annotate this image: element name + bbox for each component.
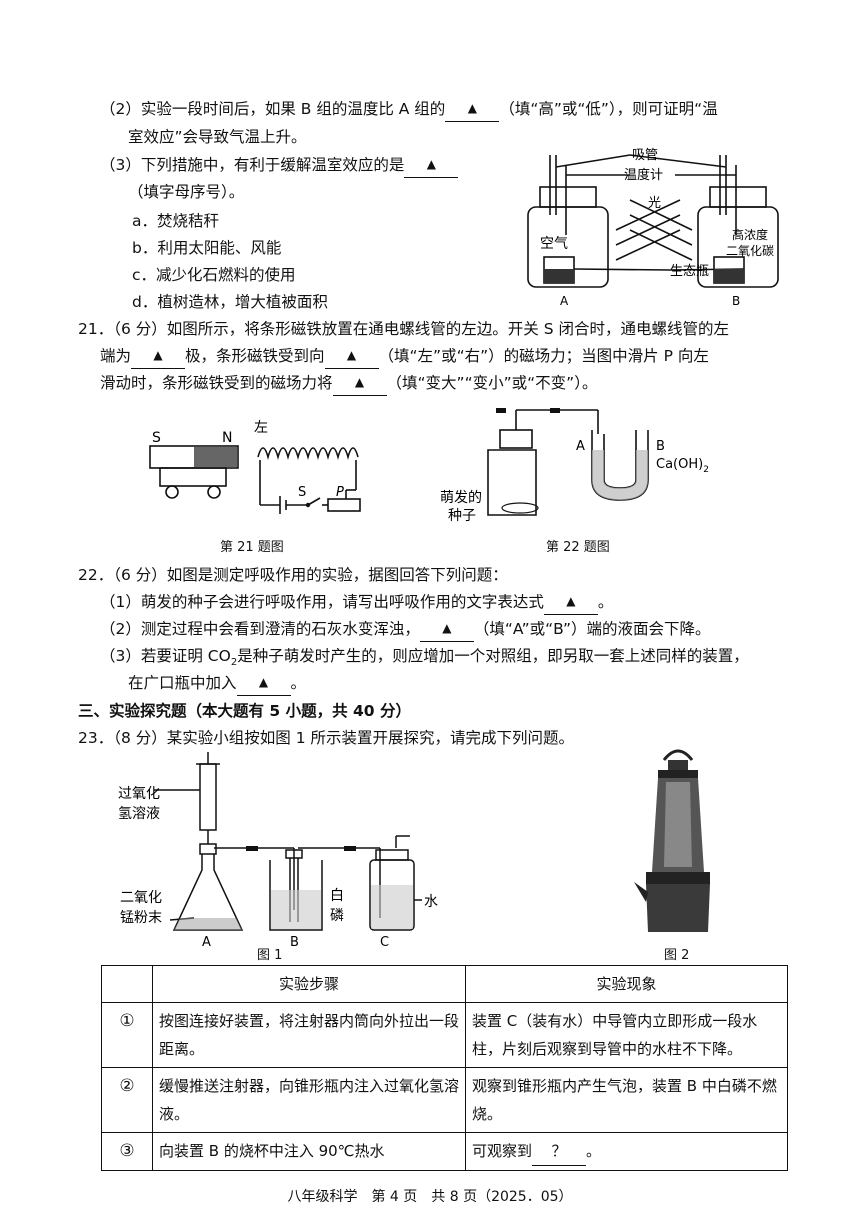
answer-blank[interactable]: ？ — [532, 1137, 587, 1166]
option-c: c．减少化石燃料的使用 — [132, 266, 296, 284]
label-air: 空气 — [540, 236, 568, 252]
option-a: a．焚烧秸秆 — [132, 212, 219, 230]
option-d: d．植树造林，增大植被面积 — [132, 293, 328, 311]
q22-line3: （2）测定过程中会看到澄清的石灰水变浑浊，▲（填“A”或“B”）端的液面会下降。 — [100, 618, 710, 642]
q20-part2-line2: 室效应”会导致气温上升。 — [128, 128, 307, 146]
q22-line4: （3）若要证明 CO2是种子萌发时产生的，则应增加一个对照组，即另取一套上述同样… — [100, 647, 749, 669]
q23-line1: 23．（8 分）某实验小组按如图 1 所示装置开展探究，请完成下列问题。 — [78, 729, 574, 747]
fig1-a-label: A — [202, 935, 211, 950]
row-observation: 装置 C（装有水）中导管内立即形成一段水柱，片刻后观察到导管中的水柱不下降。 — [465, 1002, 788, 1068]
q20-part3-line1: （3）下列措施中，有利于缓解温室效应的是▲ — [100, 154, 459, 178]
row-observation: 观察到锥形瓶内产生气泡，装置 B 中白磷不燃烧。 — [465, 1067, 788, 1133]
row-no: ③ — [101, 1132, 153, 1171]
fig1-c-label: C — [380, 935, 389, 950]
h2o2-label-1: 过氧化 — [118, 786, 160, 802]
answer-blank[interactable]: ▲ — [404, 154, 459, 178]
answer-blank[interactable]: ▲ — [332, 372, 387, 396]
fig22-caption: 第 22 题图 — [546, 540, 610, 555]
label-thermometer: 温度计 — [624, 167, 663, 183]
answer-blank[interactable]: ▲ — [445, 98, 500, 122]
experiment-table: 实验步骤 实验现象 ① 按图连接好装置，将注射器内筒向外拉出一段距离。 装置 C… — [101, 965, 788, 1171]
q22-line1: 22．（6 分）如图是测定呼吸作用的实验，据图回答下列问题： — [78, 566, 508, 584]
option-b: b．利用太阳能、风能 — [132, 239, 282, 257]
section-3-heading: 三、实验探究题（本大题有 5 小题，共 40 分） — [78, 702, 411, 720]
row-step: 按图连接好装置，将注射器内筒向外拉出一段距离。 — [152, 1002, 466, 1068]
left-label: 左 — [254, 420, 268, 436]
end-b-label: B — [656, 439, 665, 454]
answer-blank[interactable]: ▲ — [131, 345, 186, 369]
table-row: ② 缓慢推送注射器，向锥形瓶内注入过氧化氢溶液。 观察到锥形瓶内产生气泡，装置 … — [101, 1067, 788, 1133]
magnet-s-label: S — [152, 430, 161, 446]
q21-solenoid-figure: S N 左 S P — [149, 420, 361, 514]
label-eco-bottle: 生态瓶 — [670, 264, 709, 279]
q22-line2: （1）萌发的种子会进行呼吸作用，请写出呼吸作用的文字表达式▲。 — [100, 591, 613, 615]
row-no: ① — [101, 1002, 153, 1068]
row-observation: 可观察到？。 — [465, 1132, 788, 1171]
label-straw: 吸管 — [632, 148, 658, 163]
q21-line1: 21．（6 分）如图所示，将条形磁铁放置在通电螺线管的左边。开关 S 闭合时，通… — [78, 320, 729, 338]
fig21-caption: 第 21 题图 — [220, 540, 284, 555]
phosphorus-label-1: 白 — [330, 888, 344, 904]
q23-fig2-lamp-image — [634, 749, 710, 932]
row-step: 向装置 B 的烧杯中注入 90℃热水 — [152, 1132, 466, 1171]
fig1-caption: 图 1 — [257, 948, 283, 963]
q20-part2-line1: （2）实验一段时间后，如果 B 组的温度比 A 组的▲（填“高”或“低”），则可… — [100, 98, 718, 122]
h2o2-label-2: 氢溶液 — [118, 806, 160, 822]
mno2-label-1: 二氧化 — [120, 890, 162, 906]
q21-line2: 端为▲极，条形磁铁受到向▲（填“左”或“右”）的磁场力；当图中滑片 P 向左 — [100, 345, 709, 369]
label-light: 光 — [648, 196, 661, 211]
label-co2: 二氧化碳 — [726, 244, 774, 258]
fig1-b-label: B — [290, 935, 299, 950]
table-row: ① 按图连接好装置，将注射器内筒向外拉出一段距离。 装置 C（装有水）中导管内立… — [101, 1002, 788, 1068]
phosphorus-label-2: 磷 — [330, 908, 344, 924]
q22-line5: 在广口瓶中加入▲。 — [128, 672, 306, 696]
q21-line3: 滑动时，条形磁铁受到的磁场力将▲（填“变大”“变小”或“不变”）。 — [100, 372, 597, 396]
table-header-row: 实验步骤 实验现象 — [101, 965, 788, 1003]
header-observations: 实验现象 — [465, 965, 788, 1003]
header-steps: 实验步骤 — [152, 965, 466, 1003]
answer-blank[interactable]: ▲ — [419, 618, 474, 642]
answer-blank[interactable]: ▲ — [324, 345, 379, 369]
row-no: ② — [101, 1067, 153, 1133]
table-row: ③ 向装置 B 的烧杯中注入 90℃热水 可观察到？。 — [101, 1132, 788, 1171]
row-step: 缓慢推送注射器，向锥形瓶内注入过氧化氢溶液。 — [152, 1067, 466, 1133]
header-no — [101, 965, 153, 1003]
seed-label-1: 萌发的 — [440, 490, 482, 506]
end-a-label: A — [576, 439, 585, 454]
answer-blank[interactable]: ▲ — [236, 672, 291, 696]
q20-greenhouse-figure: 吸管 温度计 光 空气 高浓度 二氧化碳 生态瓶 A B — [527, 148, 779, 308]
magnet-n-label: N — [222, 430, 232, 446]
answer-blank[interactable]: ▲ — [543, 591, 598, 615]
q23-fig1-apparatus: 过氧化 氢溶液 二氧化 锰粉末 白 磷 水 A B C — [118, 752, 438, 950]
fig2-caption: 图 2 — [664, 948, 690, 963]
slider-label: P — [336, 485, 344, 500]
seed-label-2: 种子 — [448, 508, 476, 524]
water-label: 水 — [424, 894, 438, 910]
q22-respiration-figure: 萌发的 种子 A B Ca(OH)2 — [440, 408, 709, 524]
caoh-label: Ca(OH)2 — [656, 457, 709, 475]
page-footer: 八年级科学 第 4 页 共 8 页（2025．05） — [287, 1189, 573, 1205]
label-b: B — [732, 294, 740, 308]
label-a: A — [560, 294, 569, 308]
label-high-conc: 高浓度 — [732, 227, 768, 242]
q20-part3-line2: （填字母序号）。 — [128, 183, 245, 201]
mno2-label-2: 锰粉末 — [120, 910, 162, 926]
switch-label: S — [298, 485, 306, 500]
